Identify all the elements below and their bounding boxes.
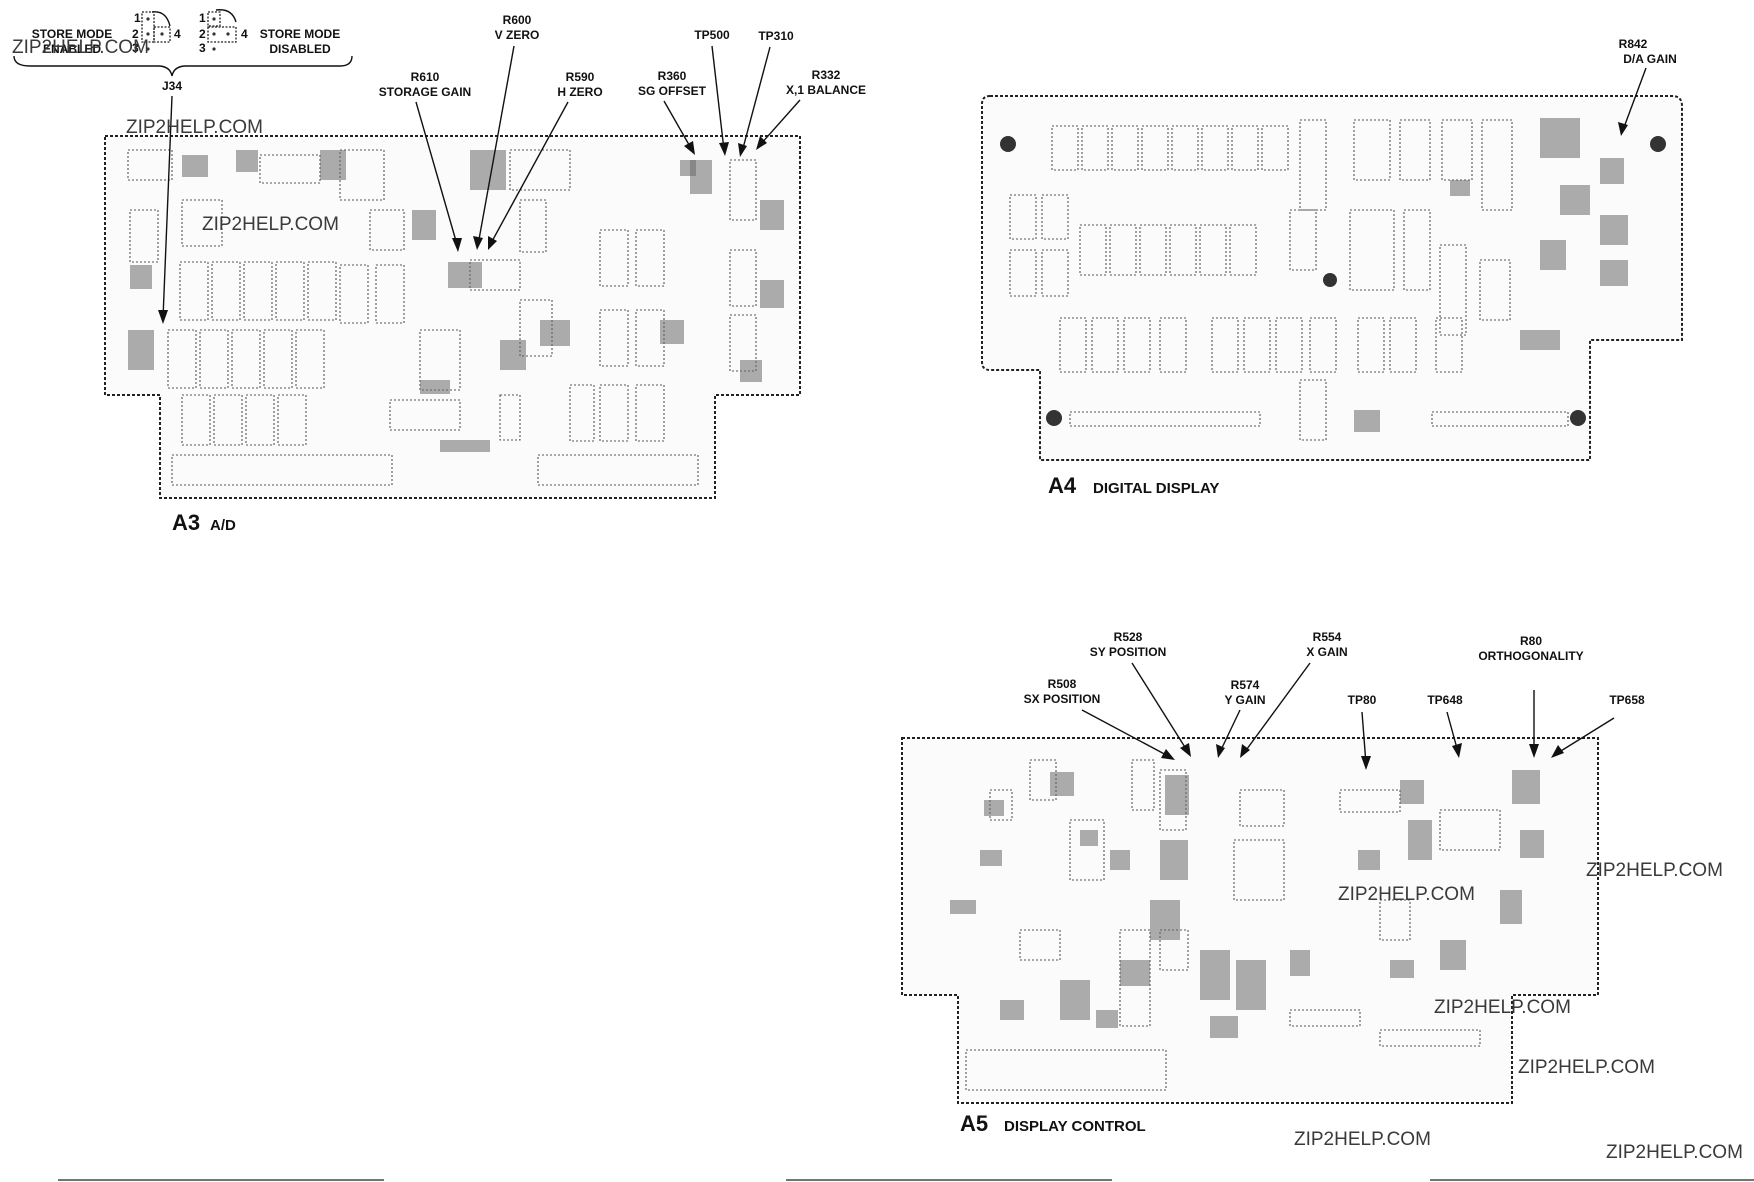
callout-tp80: TP80 bbox=[1348, 693, 1377, 770]
callout-r610: R610 STORAGE GAIN bbox=[379, 70, 471, 252]
jumper-detail: STORE MODE ENABLED 1 2 3 4 1 2 3 4 bbox=[13, 9, 353, 93]
svg-text:R508: R508 bbox=[1048, 677, 1077, 691]
a3-title-code: A3 bbox=[172, 510, 200, 535]
watermark-3: ZIP2HELP.COM bbox=[202, 214, 339, 235]
pin-label-2b: 2 bbox=[199, 27, 206, 41]
a4-components bbox=[1000, 118, 1666, 441]
callout-r528: R528 SY POSITION bbox=[1090, 630, 1191, 757]
store-mode-disabled-label-1: STORE MODE bbox=[260, 27, 340, 41]
svg-text:X,1 BALANCE: X,1 BALANCE bbox=[786, 83, 866, 97]
pin-label-2: 2 bbox=[132, 27, 139, 41]
watermark-5: ZIP2HELP.COM bbox=[1338, 884, 1475, 905]
callout-r574: R574 Y GAIN bbox=[1216, 678, 1266, 758]
pin-label-4: 4 bbox=[174, 27, 181, 41]
jumper-enabled-pins: 1 2 3 4 bbox=[132, 11, 181, 55]
svg-text:V ZERO: V ZERO bbox=[495, 28, 540, 42]
svg-text:TP500: TP500 bbox=[694, 28, 730, 42]
a4-title-code: A4 bbox=[1048, 473, 1077, 498]
svg-text:R554: R554 bbox=[1313, 630, 1342, 644]
watermark-8: ZIP2HELP.COM bbox=[1294, 1129, 1431, 1150]
a3-title-name: A/D bbox=[210, 517, 236, 534]
callout-tp658: TP658 bbox=[1551, 693, 1645, 758]
pin-label-1: 1 bbox=[134, 11, 141, 25]
svg-text:R528: R528 bbox=[1114, 630, 1143, 644]
svg-text:TP658: TP658 bbox=[1609, 693, 1645, 707]
watermark-4: ZIP2HELP.COM bbox=[1586, 860, 1723, 881]
jumper-brace bbox=[13, 55, 353, 77]
svg-text:X GAIN: X GAIN bbox=[1306, 645, 1347, 659]
a4-callouts: R842 D/A GAIN bbox=[1618, 37, 1677, 136]
watermark-2: ZIP2HELP.COM bbox=[126, 117, 263, 138]
callout-r842: R842 D/A GAIN bbox=[1618, 37, 1677, 136]
a5-title-name: DISPLAY CONTROL bbox=[1004, 1118, 1146, 1135]
store-mode-disabled-label-2: DISABLED bbox=[269, 42, 331, 56]
callout-r554: R554 X GAIN bbox=[1240, 630, 1348, 758]
callout-r80: R80 ORTHOGONALITY bbox=[1478, 634, 1584, 758]
callout-r360: R360 SG OFFSET bbox=[638, 69, 707, 155]
callout-tp310: TP310 bbox=[738, 29, 794, 157]
a5-board: A5 DISPLAY CONTROL R508 SX POSITION R528… bbox=[901, 630, 1645, 1136]
svg-text:R574: R574 bbox=[1231, 678, 1260, 692]
a3-components bbox=[127, 149, 784, 486]
svg-text:TP80: TP80 bbox=[1348, 693, 1377, 707]
svg-text:R590: R590 bbox=[566, 70, 595, 84]
pin-label-3b: 3 bbox=[199, 41, 206, 55]
svg-text:TP648: TP648 bbox=[1427, 693, 1463, 707]
pin-label-3: 3 bbox=[132, 41, 139, 55]
svg-text:SX POSITION: SX POSITION bbox=[1024, 692, 1101, 706]
svg-text:H ZERO: H ZERO bbox=[557, 85, 602, 99]
callout-r590: R590 H ZERO bbox=[488, 70, 603, 250]
j34-label: J34 bbox=[162, 79, 182, 93]
a3-board: A3 A/D R610 STORAGE GAIN R600 V ZERO R59… bbox=[104, 13, 866, 535]
svg-text:R332: R332 bbox=[812, 68, 841, 82]
a3-callouts: R610 STORAGE GAIN R600 V ZERO R590 H ZER… bbox=[158, 13, 866, 324]
watermarks: ZIP2HELP.COM ZIP2HELP.COM ZIP2HELP.COM Z… bbox=[12, 37, 1743, 1163]
a3-outline bbox=[104, 135, 801, 499]
svg-text:STORAGE GAIN: STORAGE GAIN bbox=[379, 85, 471, 99]
callout-r508: R508 SX POSITION bbox=[1024, 677, 1175, 760]
watermark-9: ZIP2HELP.COM bbox=[1606, 1142, 1743, 1163]
svg-text:R842: R842 bbox=[1619, 37, 1648, 51]
store-mode-enabled-label-2: ENABLED bbox=[43, 42, 101, 56]
svg-text:Y GAIN: Y GAIN bbox=[1224, 693, 1265, 707]
pin-label-4b: 4 bbox=[241, 27, 248, 41]
callout-tp648: TP648 bbox=[1427, 693, 1463, 758]
pin-label-1b: 1 bbox=[199, 11, 206, 25]
svg-text:R600: R600 bbox=[503, 13, 532, 27]
a4-title-name: DIGITAL DISPLAY bbox=[1093, 480, 1219, 497]
a5-outline bbox=[901, 737, 1599, 1104]
a5-components bbox=[950, 759, 1544, 1091]
svg-text:TP310: TP310 bbox=[758, 29, 794, 43]
svg-text:D/A GAIN: D/A GAIN bbox=[1623, 52, 1677, 66]
callout-r332: R332 X,1 BALANCE bbox=[756, 68, 866, 150]
watermark-1: ZIP2HELP.COM bbox=[12, 37, 149, 58]
callout-r600: R600 V ZERO bbox=[473, 13, 539, 250]
a5-callouts: R508 SX POSITION R528 SY POSITION R574 Y… bbox=[1024, 630, 1645, 770]
watermark-6: ZIP2HELP.COM bbox=[1434, 997, 1571, 1018]
svg-text:ORTHOGONALITY: ORTHOGONALITY bbox=[1478, 649, 1583, 663]
svg-text:R610: R610 bbox=[411, 70, 440, 84]
a4-board: A4 DIGITAL DISPLAY R842 D/A GAIN bbox=[981, 37, 1683, 498]
svg-text:R80: R80 bbox=[1520, 634, 1542, 648]
callout-tp500: TP500 bbox=[694, 28, 730, 156]
watermark-7: ZIP2HELP.COM bbox=[1518, 1057, 1655, 1078]
store-mode-enabled-label-1: STORE MODE bbox=[32, 27, 112, 41]
svg-text:R360: R360 bbox=[658, 69, 687, 83]
a5-title-code: A5 bbox=[960, 1111, 988, 1136]
jumper-disabled-pins: 1 2 3 4 bbox=[199, 9, 248, 55]
svg-text:SG OFFSET: SG OFFSET bbox=[638, 84, 707, 98]
callout-j34 bbox=[158, 95, 173, 324]
svg-text:SY POSITION: SY POSITION bbox=[1090, 645, 1166, 659]
